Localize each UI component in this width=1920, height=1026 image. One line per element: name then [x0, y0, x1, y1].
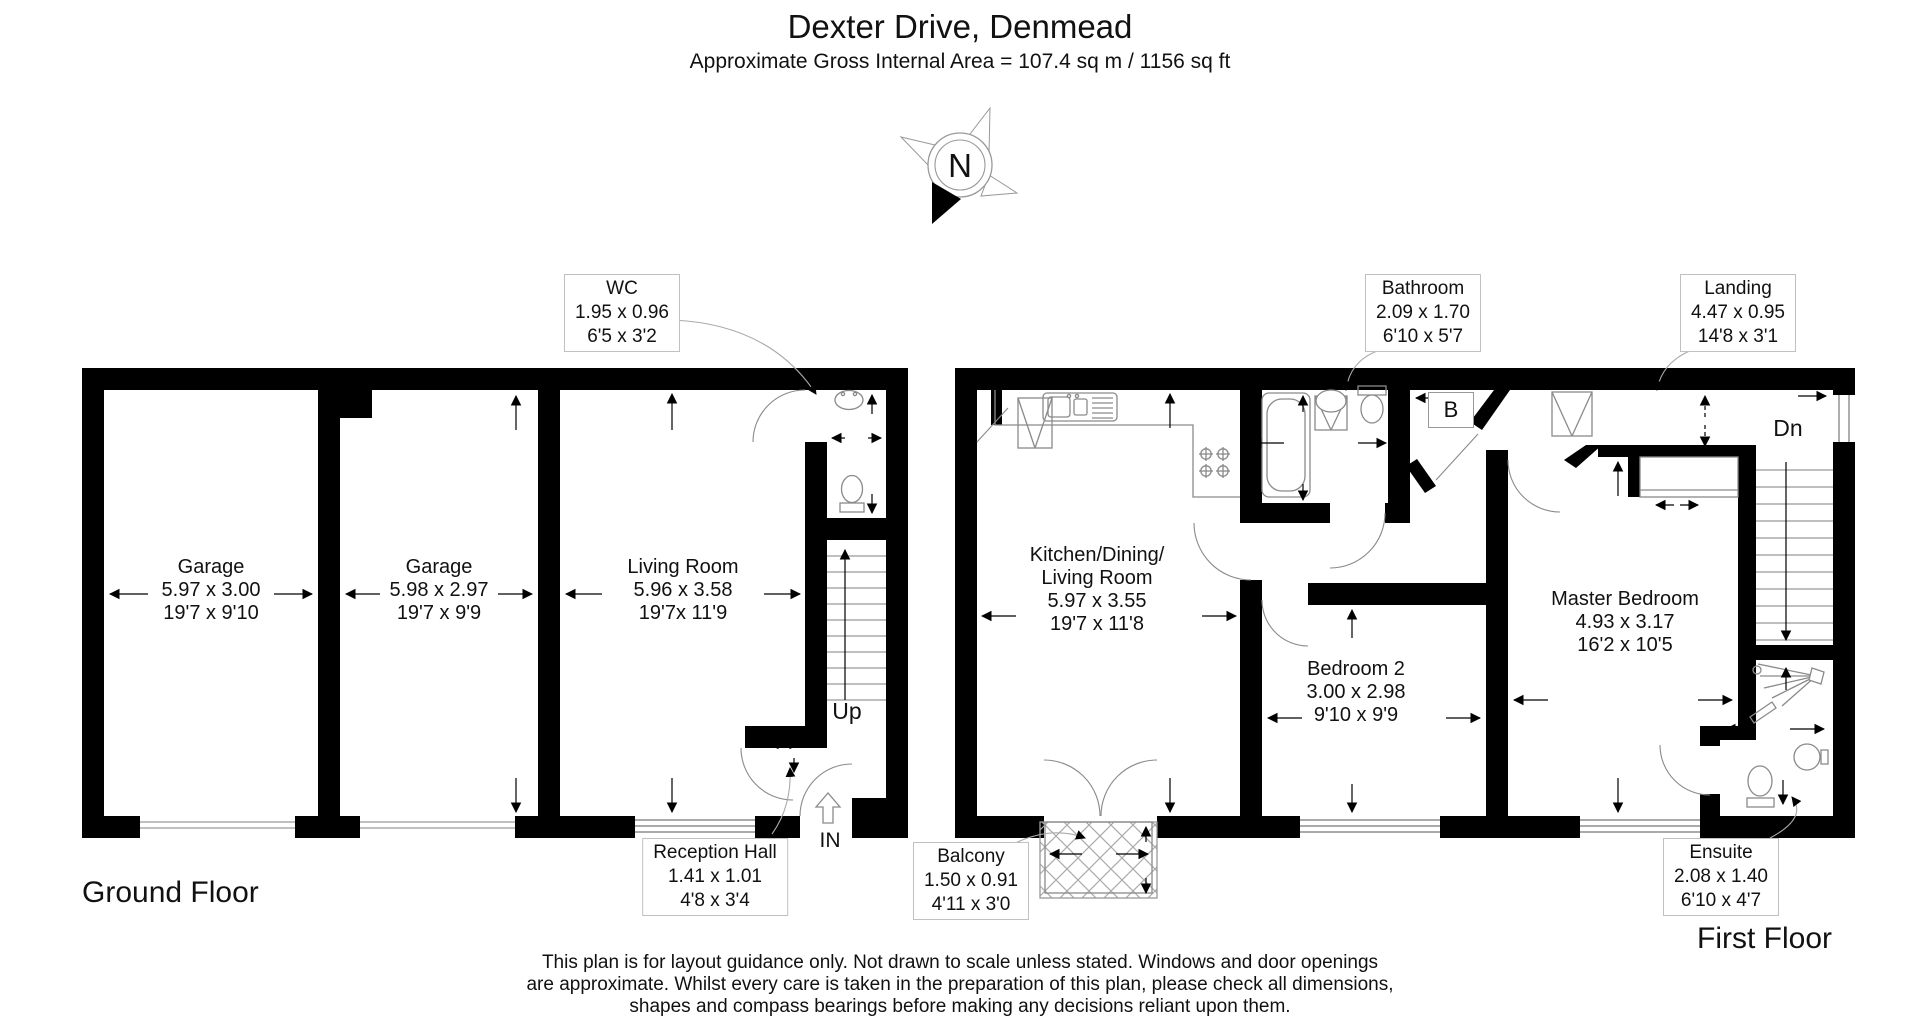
- bathroom-sink-fixture: [1314, 389, 1348, 431]
- compass-north-pointer: [932, 182, 961, 224]
- gf-walls: [82, 368, 908, 838]
- bathroom-toilet-fixture: [1357, 385, 1387, 424]
- stairs-up-label: Up: [832, 698, 862, 724]
- room-label-bedroom-2: Bedroom 2 3.00 x 2.98 9'10 x 9'9: [1306, 658, 1406, 726]
- room-label-landing: Landing 4.47 x 0.95 14'8 x 3'1: [1679, 274, 1797, 352]
- gf-label-leaders: [671, 319, 817, 835]
- ff-dimension-arrows: [980, 390, 1828, 895]
- room-label-living-room: Living Room 5.96 x 3.58 19'7x 11'9: [627, 556, 739, 624]
- ensuite-toilet-fixture: [1746, 765, 1775, 808]
- ff-staircase: [1756, 462, 1833, 642]
- first-floor-title: First Floor: [1697, 922, 1832, 955]
- room-label-wc: WC 1.95 x 0.96 6'5 x 3'2: [563, 274, 681, 352]
- ground-floor-plan: [82, 319, 908, 838]
- ensuite-sink-fixture: [1793, 743, 1829, 771]
- stairs-down-label: Dn: [1773, 415, 1803, 441]
- first-floor-plan: [955, 349, 1855, 899]
- room-label-reception-hall: Reception Hall 1.41 x 1.01 4'8 x 3'4: [642, 838, 788, 916]
- room-label-master-bedroom: Master Bedroom 4.93 x 3.17 16'2 x 10'5: [1551, 588, 1699, 656]
- room-label-garage-2: Garage 5.98 x 2.97 19'7 x 9'9: [389, 556, 489, 624]
- kitchen-counter-fixture: [994, 390, 1240, 498]
- room-label-kitchen-dining-living: Kitchen/Dining/ Living Room 5.97 x 3.55 …: [1029, 544, 1165, 635]
- entrance-in-arrow-icon: [814, 792, 842, 824]
- ff-walls: [955, 368, 1855, 838]
- gf-garage-doors: [140, 821, 515, 829]
- boiler-cupboard-label: B: [1428, 392, 1474, 428]
- page-subtitle: Approximate Gross Internal Area = 107.4 …: [689, 50, 1231, 73]
- disclaimer-text: This plan is for layout guidance only. N…: [0, 952, 1920, 1018]
- ensuite-shower-fixture: [1749, 663, 1825, 724]
- gf-door-swings: [740, 389, 853, 817]
- ff-windows: [1300, 395, 1850, 833]
- entrance-in-label: IN: [819, 829, 841, 852]
- disclaimer-line-3: shapes and compass bearings before makin…: [629, 996, 1291, 1017]
- gf-living-room-window: [635, 819, 755, 833]
- disclaimer-line-1: This plan is for layout guidance only. N…: [541, 952, 1379, 973]
- ground-floor-title: Ground Floor: [82, 876, 259, 909]
- compass-north-letter: N: [948, 147, 972, 184]
- master-closet-fixture: [1639, 456, 1739, 511]
- wc-sink-fixture: [834, 389, 864, 411]
- gf-dimension-arrows: [108, 392, 883, 814]
- disclaimer-line-2: are approximate. Whilst every care is ta…: [526, 974, 1394, 995]
- room-label-garage-1: Garage 5.97 x 3.00 19'7 x 9'10: [161, 556, 261, 624]
- room-label-ensuite: Ensuite 2.08 x 1.40 6'10 x 4'7: [1662, 838, 1780, 916]
- compass-rose-icon: N: [899, 106, 1019, 224]
- balcony-deck: [1039, 821, 1158, 899]
- ff-door-swings: [976, 407, 1711, 817]
- kit-hob-fixture: [1199, 447, 1230, 478]
- bathroom-bathtub-fixture: [1261, 392, 1311, 498]
- wc-toilet-fixture: [839, 474, 865, 513]
- landing-wardrobe-fixture: [1551, 391, 1593, 437]
- page-title: Dexter Drive, Denmead: [787, 8, 1133, 45]
- gf-staircase: [827, 548, 886, 701]
- room-label-balcony: Balcony 1.50 x 0.91 4'11 x 3'0: [912, 842, 1030, 920]
- room-label-bathroom: Bathroom 2.09 x 1.70 6'10 x 5'7: [1364, 274, 1482, 352]
